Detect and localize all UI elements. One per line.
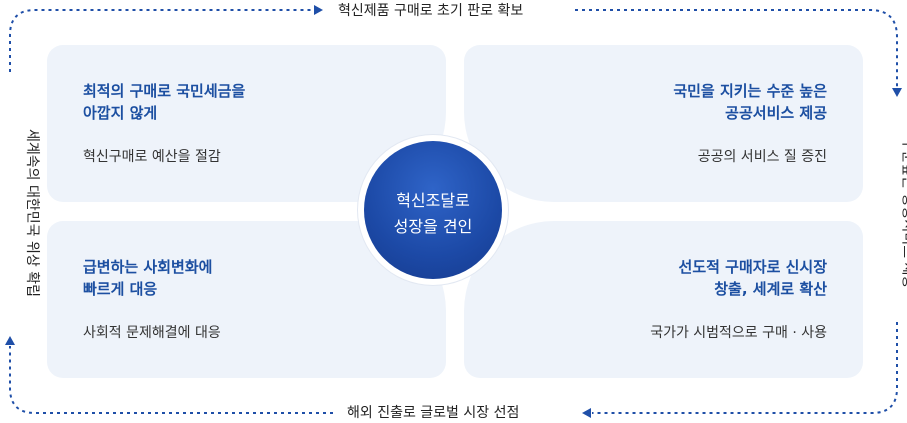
- cycle-label-left: 세계속의 대한민국 위상 확립: [22, 121, 43, 305]
- top-right-dotted-line: [575, 9, 898, 88]
- quadrant-title-line1: 급변하는 사회변화에: [83, 258, 213, 276]
- center-text-line2: 성장을 견인: [393, 217, 473, 236]
- quadrant-title-line2: 빠르게 대응: [83, 280, 158, 298]
- cycle-label-top: 혁신제품 구매로 초기 판로 확보: [330, 0, 532, 20]
- quadrant-description: 사회적 문제해결에 대응: [83, 325, 221, 341]
- quadrant-title: 급변하는 사회변화에 빠르게 대응: [83, 256, 212, 300]
- quadrant-title-line1: 국민을 지키는 수준 높은: [673, 82, 827, 100]
- quadrant-title-line1: 선도적 구매자로 신시장: [678, 258, 827, 276]
- cycle-label-bottom: 해외 진출로 글로벌 시장 선점: [339, 402, 528, 422]
- quadrant-top-right: 국민을 지키는 수준 높은 공공서비스 제공 공공의 서비스 질 증진: [464, 45, 863, 202]
- center-circle: 혁신조달로 성장을 견인: [364, 141, 502, 279]
- quadrant-description: 국가가 시범적으로 구매 · 사용: [650, 325, 827, 341]
- center-text-line1: 혁신조달로: [396, 191, 470, 210]
- arrow-down-icon: [892, 88, 902, 97]
- quadrant-title: 선도적 구매자로 신시장 창출, 세계로 확산: [679, 256, 827, 300]
- quadrant-title: 국민을 지키는 수준 높은 공공서비스 제공: [673, 80, 827, 124]
- bottom-right-dotted-line: [592, 322, 898, 414]
- quadrant-bottom-left: 급변하는 사회변화에 빠르게 대응 사회적 문제해결에 대응: [47, 221, 446, 378]
- arrow-up-icon: [5, 336, 15, 345]
- quadrant-description: 혁신구매로 예산을 절감: [83, 149, 221, 165]
- quadrant-title: 최적의 구매로 국민세금을 아깝지 않게: [83, 80, 245, 124]
- bottom-left-dotted-line: [9, 346, 333, 414]
- cycle-label-right: 수준높은 공공서비스 제공: [898, 129, 907, 297]
- quadrant-description: 공공의 서비스 질 증진: [697, 149, 827, 165]
- quadrant-title-line2: 아깝지 않게: [83, 104, 158, 122]
- quadrant-title-line2: 창출, 세계로 확산: [714, 280, 827, 298]
- arrow-right-icon: [314, 5, 323, 15]
- quadrant-title-line1: 최적의 구매로 국민세금을: [83, 82, 246, 100]
- top-left-dotted-line: [9, 9, 315, 72]
- quadrant-bottom-right: 선도적 구매자로 신시장 창출, 세계로 확산 국가가 시범적으로 구매 · 사…: [464, 221, 863, 378]
- arrow-left-icon: [582, 408, 591, 418]
- quadrant-title-line2: 공공서비스 제공: [725, 104, 827, 122]
